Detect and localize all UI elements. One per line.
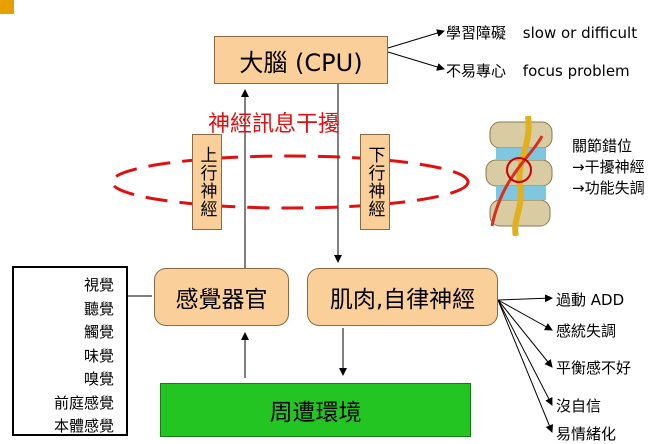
ascending-nerve-label: 上行神經 (196, 146, 217, 218)
sense-item: 前庭感覺 (53, 393, 114, 412)
corner-marker (0, 0, 14, 14)
brain-output-2: 不易專心 focus problem (446, 60, 630, 81)
spine-notes: 關節錯位 →干擾神經 →功能失調 (572, 136, 645, 199)
descending-nerve-label: 下行神經 (364, 146, 385, 218)
outcome-item: 易情緒化 (556, 425, 617, 443)
outcome-item: 過動 ADD (556, 291, 625, 309)
outcome-item: 平衡感不好 (556, 359, 632, 377)
sense-item: 聽覺 (83, 299, 114, 318)
brain-label: 大腦 (CPU) (239, 48, 363, 77)
outcome-item: 沒自信 (556, 397, 602, 415)
sensory-organ-box: 感覺器官 (154, 268, 289, 326)
spine-note-2: →干擾神經 (572, 158, 645, 176)
brain-output-1: 學習障礙 slow or difficult (446, 22, 637, 43)
brain-output-1-en: slow or difficult (522, 24, 638, 42)
brain-box: 大腦 (CPU) (214, 36, 388, 84)
spine-illustration (485, 116, 553, 236)
sense-item: 視覺 (83, 276, 114, 294)
spine-note-3: →功能失調 (572, 179, 645, 197)
sense-item: 嗅覺 (83, 370, 114, 388)
brain-output-2-zh: 不易專心 (446, 62, 507, 80)
environment-label: 周遭環境 (269, 400, 362, 426)
ascending-nerve-box: 上行神經 (192, 134, 222, 230)
muscle-autonomic-label: 肌肉,自律神經 (329, 287, 476, 313)
sense-item: 觸覺 (83, 323, 114, 341)
environment-box: 周遭環境 (160, 383, 471, 437)
brain-output-2-en: focus problem (522, 62, 630, 80)
sense-item: 本體感覺 (53, 417, 114, 435)
spine-note-1: 關節錯位 (572, 137, 633, 155)
sense-item: 味覺 (83, 346, 114, 365)
interference-label: 神經訊息干擾 (208, 112, 341, 137)
sensory-organ-label: 感覺器官 (175, 287, 268, 313)
muscle-autonomic-box: 肌肉,自律神經 (307, 268, 498, 326)
descending-nerve-box: 下行神經 (360, 134, 390, 230)
brain-output-1-zh: 學習障礙 (446, 24, 507, 42)
interference-ellipse (110, 154, 470, 210)
senses-list-box: 視覺 聽覺 觸覺 味覺 嗅覺 前庭感覺 本體感覺 (12, 266, 128, 436)
outcome-item: 感統失調 (556, 322, 617, 340)
